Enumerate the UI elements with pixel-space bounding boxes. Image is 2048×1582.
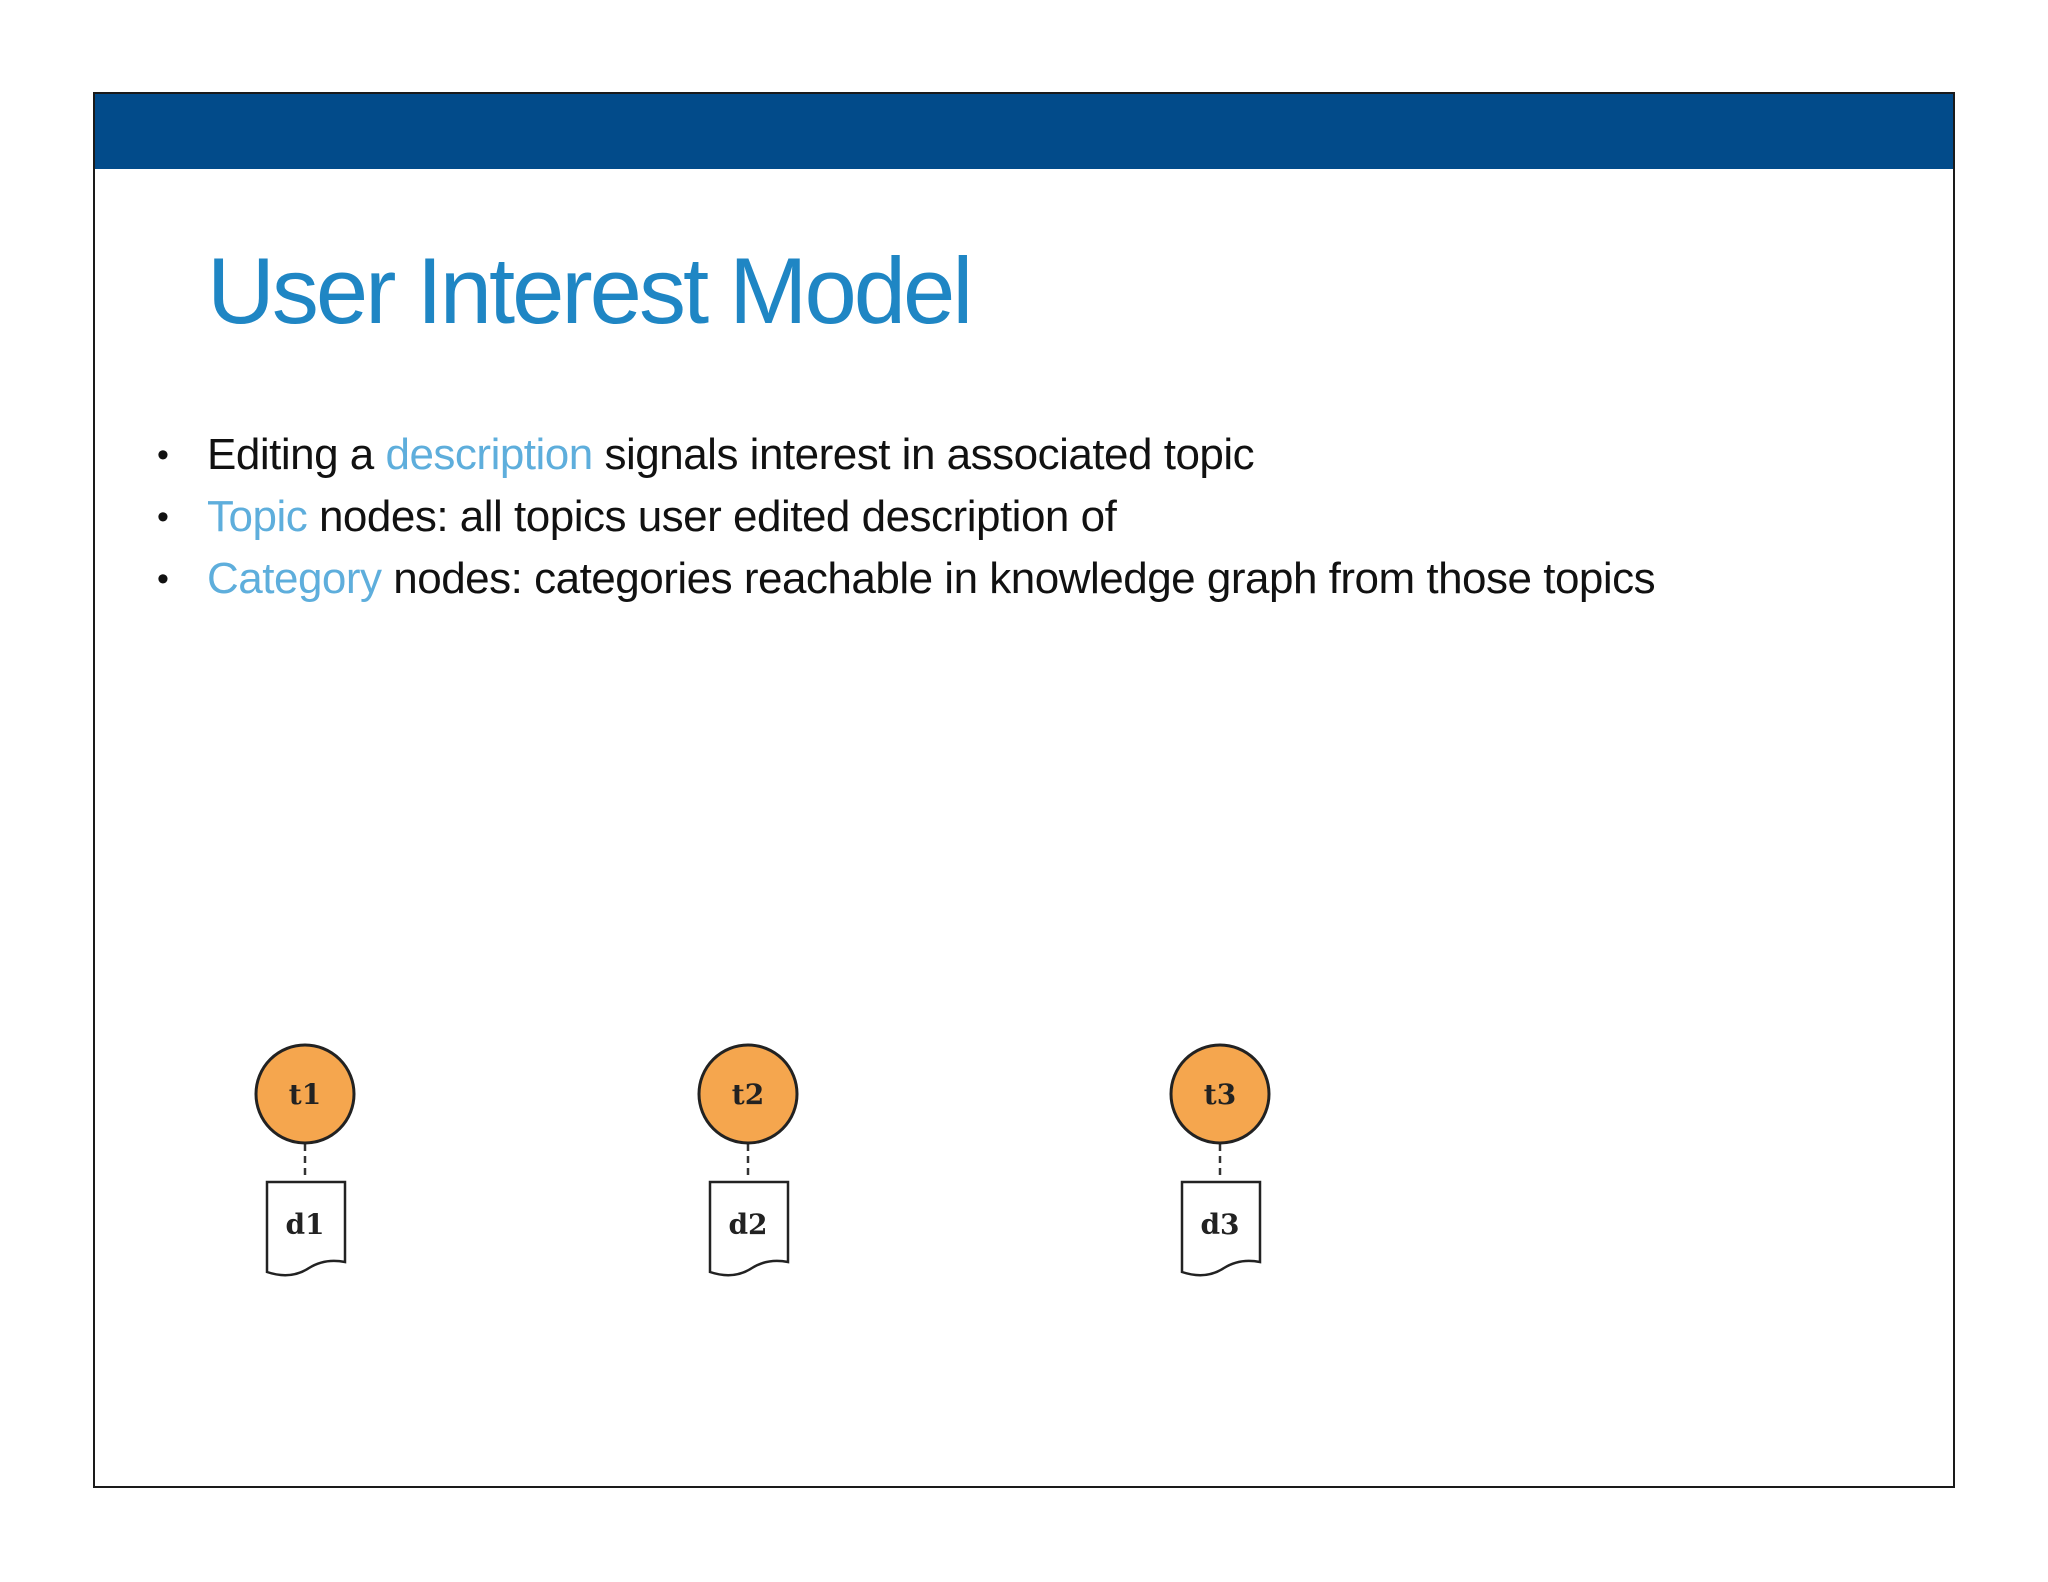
- bullet-2-term: Topic: [207, 492, 308, 541]
- bullet-list: • Editing a description signals interest …: [155, 424, 1656, 610]
- topic-node-3-label: t3: [1204, 1078, 1236, 1111]
- description-doc-2: [708, 1180, 790, 1277]
- bullet-item-1: • Editing a description signals interest …: [155, 424, 1655, 486]
- bullet-3-term: Category: [207, 554, 382, 603]
- topic-group-3: t3 d3: [1169, 1043, 1271, 1277]
- description-doc-1-label: d1: [285, 1208, 324, 1241]
- description-doc-2-label: d2: [728, 1208, 767, 1241]
- bullet-1-term: description: [385, 430, 593, 479]
- bullet-dot: •: [157, 498, 169, 536]
- bullet-item-3: • Category nodes: categories reachable in…: [155, 548, 1656, 610]
- topic-diagram: t1 d1 t2 d2 t3 d3: [254, 1043, 1271, 1277]
- description-doc-3: [1180, 1180, 1262, 1277]
- slide-header-bar: [95, 94, 1953, 169]
- slide-title: User Interest Model: [207, 238, 973, 343]
- topic-node-2: [697, 1043, 799, 1145]
- topic-node-3: [1169, 1043, 1271, 1145]
- bullet-1-rest: signals interest in associated topic: [592, 430, 1255, 479]
- topic-node-2-label: t2: [732, 1078, 764, 1111]
- bullet-dot: •: [157, 436, 169, 474]
- bullet-dot: •: [157, 560, 169, 598]
- slide: User Interest Model • Editing a descripti…: [93, 92, 1955, 1488]
- bullet-item-2: • Topic nodes: all topics user edited des…: [155, 486, 1655, 548]
- topic-node-1-label: t1: [289, 1078, 321, 1111]
- topic-group-1: t1 d1: [254, 1043, 356, 1277]
- bullet-1-lead: Editing a: [207, 430, 386, 479]
- topic-node-1: [254, 1043, 356, 1145]
- bullet-3-rest: nodes: categories reachable in knowledge…: [381, 554, 1656, 603]
- bullet-2-rest: nodes: all topics user edited descriptio…: [307, 492, 1117, 541]
- topic-group-2: t2 d2: [697, 1043, 799, 1277]
- description-doc-1: [265, 1180, 347, 1277]
- description-doc-3-label: d3: [1200, 1208, 1239, 1241]
